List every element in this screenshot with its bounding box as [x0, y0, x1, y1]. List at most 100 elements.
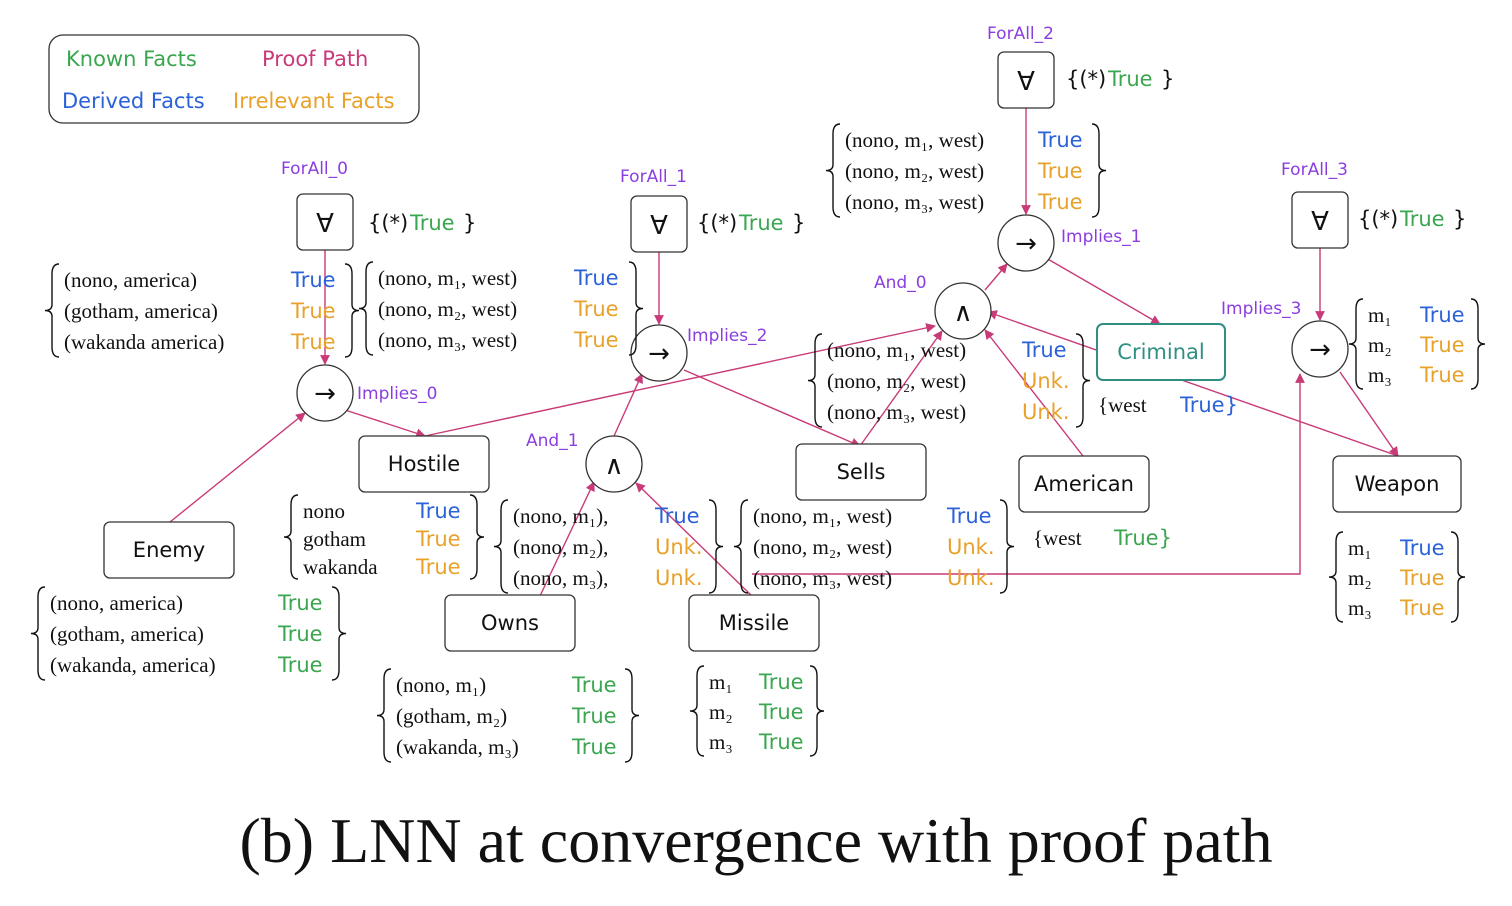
fact-key: (gotham, america) [50, 622, 204, 646]
fact-value: True [1399, 536, 1445, 560]
fact-key: (nono, m₃, west) [845, 190, 984, 214]
criminal-box [1096, 323, 1226, 381]
fact-value: True [1399, 566, 1445, 590]
fact-value: True [277, 591, 323, 615]
missile-label: Missile [719, 611, 789, 635]
fact-value: True [571, 704, 617, 728]
fact-key: (nono, m₁) [396, 673, 486, 697]
weapon-node: Weapon [1332, 455, 1462, 513]
fact-key: (wakanda, m₃) [396, 735, 519, 759]
fact-value: Unk. [1022, 400, 1070, 424]
fact-value: True [1419, 333, 1465, 357]
forall-2-node: ForAll_2 ∀ {(*) True } [987, 24, 1174, 109]
fact-key: (nono, m₃, west) [827, 400, 966, 424]
and-0-symbol: ∧ [953, 298, 972, 328]
legend: Known Facts Proof Path Derived Facts Irr… [48, 34, 420, 124]
table-left-brace [376, 668, 392, 763]
fact-key: (nono, m₂, west) [827, 369, 966, 393]
table-left-brace [30, 586, 46, 681]
edge-implies3-weapon [1339, 371, 1399, 457]
edge-implies1-criminal [1045, 257, 1161, 325]
fact-value: True [573, 297, 619, 321]
implies-0-symbol: → [314, 379, 336, 409]
forall-1-star-open: {(*) [697, 211, 737, 235]
fact-key: (nono, m₁, west) [378, 266, 517, 290]
forall-3-box [1291, 191, 1349, 249]
table-implies-2: (nono, m₁, west)True(nono, m₂, west)True… [358, 261, 644, 356]
legend-box [48, 34, 420, 124]
fact-key: (wakanda america) [64, 330, 224, 354]
fact-key: (wakanda, america) [50, 653, 216, 677]
sells-node: Sells [795, 443, 927, 501]
and-0-label: And_0 [874, 273, 927, 293]
fact-key: (nono, m₃, west) [378, 328, 517, 352]
fact-key: (gotham, m₂) [396, 704, 507, 728]
fact-value: True [277, 622, 323, 646]
fact-value: True [571, 673, 617, 697]
implies-0-label: Implies_0 [357, 384, 437, 404]
fact-value: Unk. [1022, 369, 1070, 393]
forall-1-label: ForAll_1 [620, 167, 687, 187]
owns-box [444, 594, 576, 652]
fact-key: m₂ [1348, 566, 1372, 590]
forall-0-node: ForAll_0 ∀ {(*) True } [281, 159, 476, 251]
fact-value: True [573, 328, 619, 352]
forall-3-star-open: {(*) [1358, 207, 1398, 231]
criminal-fact-key: {west [1098, 393, 1147, 417]
forall-3-symbol: ∀ [1311, 207, 1329, 237]
forall-2-star-open: {(*) [1066, 67, 1106, 91]
table-and-0: (nono, m₁, west)True(nono, m₂, west)Unk.… [807, 333, 1091, 428]
legend-irrelevant-facts: Irrelevant Facts [233, 89, 395, 113]
weapon-box [1332, 455, 1462, 513]
fact-key: m₃ [1348, 596, 1372, 620]
fact-value: True [1037, 190, 1083, 214]
forall-2-symbol: ∀ [1017, 67, 1035, 97]
fact-value: True [758, 730, 804, 754]
fact-key: gotham [303, 527, 366, 551]
fact-key: (nono, m₂, west) [753, 535, 892, 559]
fact-value: True [1021, 338, 1067, 362]
and-1-label: And_1 [526, 431, 579, 451]
criminal-label: Criminal [1117, 340, 1204, 364]
table-implies-1: (nono, m₁, west)True(nono, m₂, west)True… [825, 123, 1107, 218]
table-right-brace [1470, 298, 1486, 390]
fact-key: (nono, m₁), [513, 504, 608, 528]
hostile-label: Hostile [388, 452, 460, 476]
table-right-brace [628, 261, 644, 356]
legend-proof-path: Proof Path [262, 47, 368, 71]
table-right-brace [1091, 123, 1107, 218]
fact-value: Unk. [655, 566, 703, 590]
forall-0-symbol: ∀ [316, 209, 334, 239]
forall-2-star-value: True [1107, 67, 1153, 91]
table-left-brace [689, 665, 705, 757]
implies-1-label: Implies_1 [1061, 227, 1141, 247]
fact-key: m₃ [709, 730, 733, 754]
table-right-brace [469, 494, 485, 580]
table-right-brace [1075, 333, 1091, 428]
enemy-box [103, 521, 235, 579]
table-and-1: (nono, m₁),True(nono, m₂),Unk.(nono, m₃)… [493, 499, 724, 594]
fact-key: m₂ [709, 700, 733, 724]
fact-key: m₁ [1368, 303, 1392, 327]
fact-value: True [415, 555, 461, 579]
forall-3-star-close: } [1453, 207, 1466, 231]
fact-key: (nono, m₃, west) [753, 566, 892, 590]
fact-key: (nono, m₁, west) [753, 504, 892, 528]
edge-missile-and1 [635, 482, 753, 597]
and-0-circle [934, 282, 992, 340]
enemy-node: Enemy [103, 521, 235, 579]
sells-label: Sells [837, 460, 886, 484]
forall-3-star-value: True [1399, 207, 1445, 231]
edge-enemy-implies0 [169, 412, 306, 523]
forall-0-box [296, 193, 354, 251]
missile-box [688, 594, 820, 652]
weapon-label: Weapon [1355, 472, 1440, 496]
forall-0-star-close: } [463, 211, 476, 235]
fact-key: m₁ [709, 670, 733, 694]
fact-value: True [290, 299, 336, 323]
table-left-brace [825, 123, 841, 218]
